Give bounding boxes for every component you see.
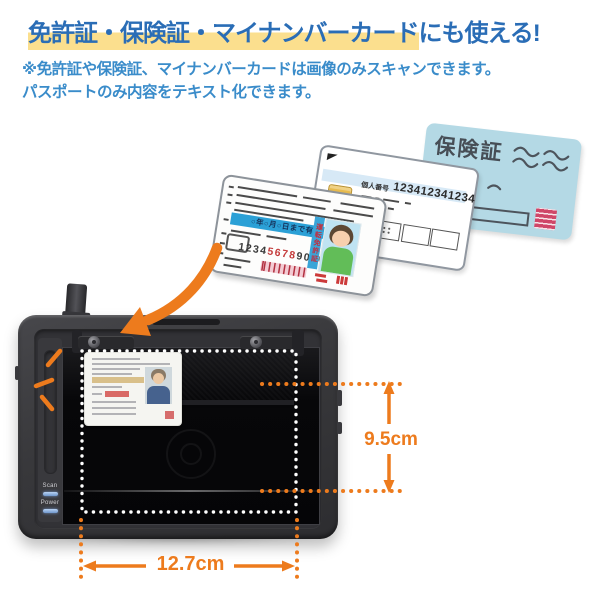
note-line-1: ※免許証や保険証、マイナンバーカードは画像のみスキャンできます。 — [22, 61, 500, 78]
mynumber-field-box — [429, 228, 460, 251]
side-tab — [337, 390, 342, 406]
red-seal-stamp-icon — [533, 207, 558, 231]
left-hinge — [72, 329, 134, 353]
license-card-on-bed — [84, 352, 182, 426]
right-hinge — [240, 329, 304, 356]
height-arrow-head-up — [383, 381, 395, 394]
insurance-card-title: 保険証 — [433, 134, 505, 166]
scanner-groove — [44, 350, 57, 474]
license-photo — [317, 218, 362, 278]
note-text: ※免許証や保険証、マイナンバーカードは画像のみスキャンできます。パスポートのみ内… — [22, 58, 500, 104]
scanner-handle-slot — [152, 319, 220, 325]
power-led-light — [43, 509, 58, 513]
headline-suffix-text: にも使える! — [418, 20, 541, 47]
bed-card-photo — [145, 367, 172, 404]
width-dimension-label: 12.7cm — [156, 553, 225, 575]
wave-decoration — [512, 146, 570, 172]
screw-icon — [88, 336, 100, 348]
height-dimension-label: 9.5cm — [364, 429, 418, 450]
note-line-2: パスポートのみ内容をテキスト化できます。 — [22, 84, 321, 101]
bed-emblem-inner — [180, 443, 202, 465]
scan-led-label: Scan — [42, 483, 58, 489]
power-led-label: Power — [40, 500, 60, 506]
width-arrow-head-left — [83, 560, 96, 572]
corner-mark-icon — [326, 153, 338, 162]
page-title: 免許証・保険証・マイナンバーカードにも使える! — [28, 13, 541, 50]
bed-card-stamp — [165, 411, 174, 419]
curved-arrow-icon — [142, 242, 223, 326]
height-arrow-head-down — [383, 480, 395, 493]
width-arrow-head-right — [282, 560, 295, 572]
side-tab — [15, 366, 19, 380]
screw-icon — [250, 336, 262, 348]
mynumber-field-box — [400, 223, 432, 247]
scan-led-light — [43, 492, 58, 496]
headline-highlighted-text: 免許証・保険証・マイナンバーカード — [28, 20, 420, 50]
side-tab — [337, 422, 342, 434]
bed-edge-highlight — [64, 490, 316, 492]
